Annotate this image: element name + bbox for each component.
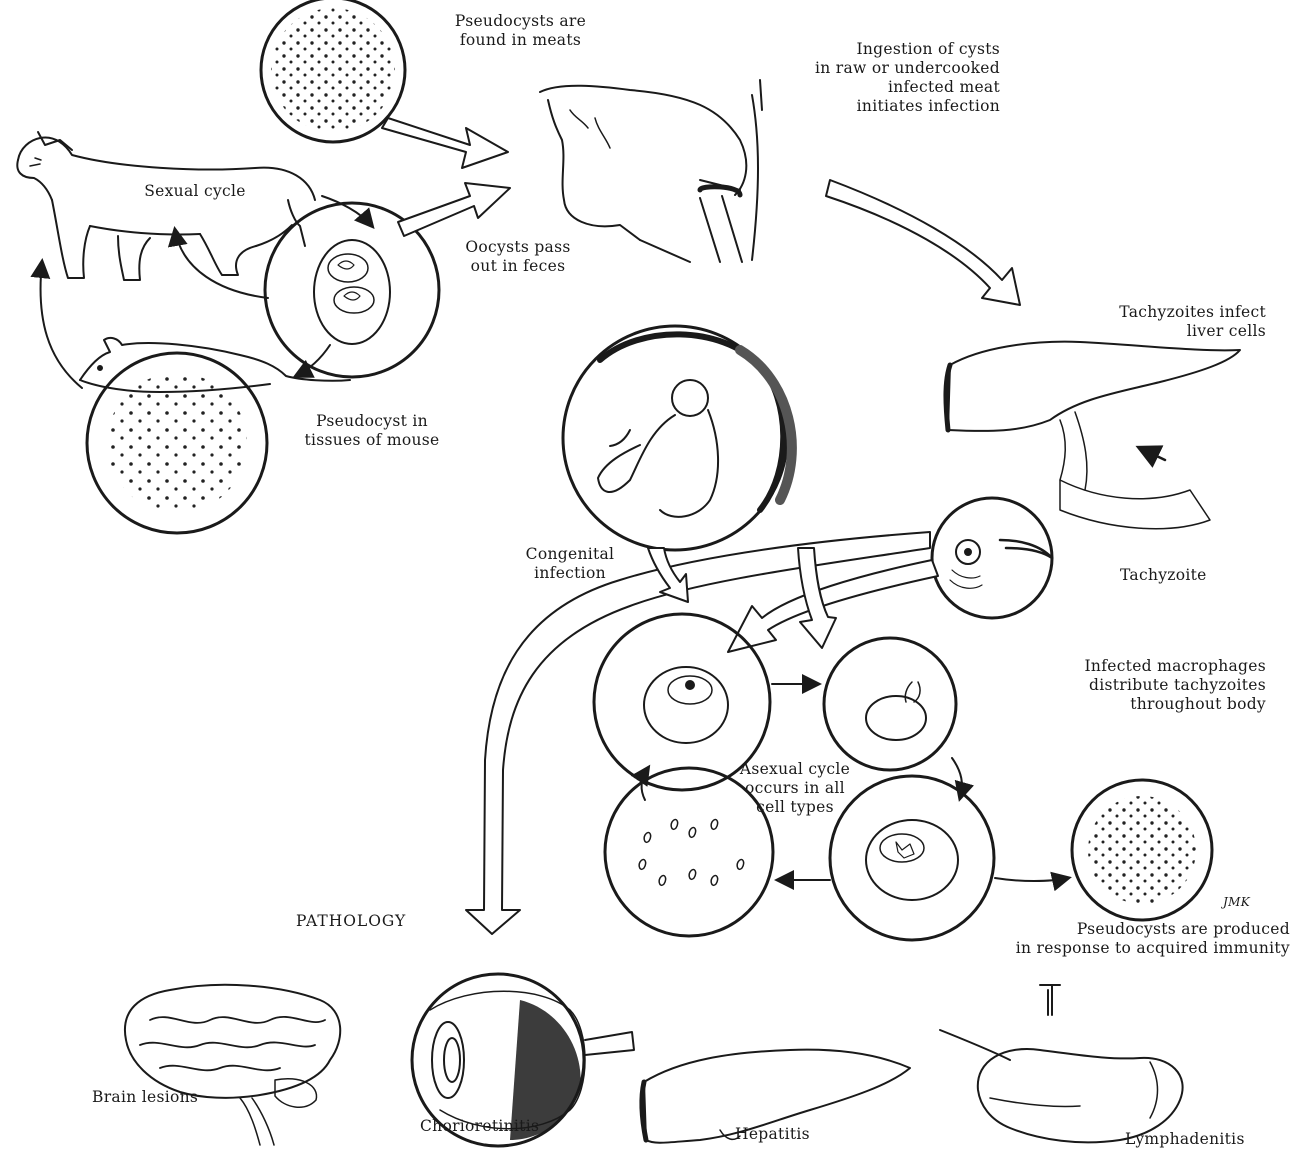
lymph-node-illustration bbox=[940, 985, 1183, 1142]
arrow-oocyst-to-cat bbox=[175, 230, 268, 298]
label-tachyzoites-liver: Tachyzoites infect liver cells bbox=[1050, 303, 1266, 341]
human-head-profile bbox=[540, 80, 762, 262]
fetus-in-uterus-circle bbox=[563, 326, 792, 550]
label-chorioretinitis: Chorioretinitis bbox=[420, 1117, 590, 1136]
label-pathology: PATHOLOGY bbox=[296, 912, 476, 931]
liver-illustration bbox=[946, 342, 1240, 529]
label-brain-lesions: Brain lesions bbox=[92, 1088, 252, 1107]
meat-pseudocyst-circle bbox=[261, 0, 405, 142]
arrow-mouse-to-cat bbox=[41, 262, 82, 388]
artist-signature: JMK bbox=[1223, 893, 1263, 912]
label-oocysts: Oocysts pass out in feces bbox=[448, 238, 588, 276]
label-ingestion: Ingestion of cysts in raw or undercooked… bbox=[770, 40, 1000, 116]
mouse-pseudocyst-circle bbox=[87, 353, 267, 533]
label-pseudocysts-meats: Pseudocysts are found in meats bbox=[418, 12, 623, 50]
label-hepatitis: Hepatitis bbox=[735, 1125, 855, 1144]
label-congenital: Congenital infection bbox=[500, 545, 640, 583]
label-lymphadenitis: Lymphadenitis bbox=[1125, 1130, 1285, 1149]
label-pseudocyst-mouse: Pseudocyst in tissues of mouse bbox=[272, 412, 472, 450]
arrow-to-immunity-pseudocyst bbox=[995, 878, 1068, 881]
arrow-oocyst-to-host bbox=[398, 183, 510, 236]
label-sexual-cycle: Sexual cycle bbox=[120, 182, 270, 201]
arrow-intestine-to-liver bbox=[1140, 448, 1165, 460]
tachyzoite-circle bbox=[932, 498, 1052, 618]
arrow-host-to-liver bbox=[826, 180, 1020, 305]
arrow-meat-to-host bbox=[382, 118, 508, 168]
asexual-cell-top-right bbox=[824, 638, 956, 770]
brain-illustration bbox=[125, 985, 340, 1145]
label-pseudocysts-immunity: Pseudocysts are produced in response to … bbox=[900, 920, 1290, 958]
pseudocyst-immunity-circle bbox=[1072, 780, 1212, 920]
label-tachyzoite: Tachyzoite bbox=[1120, 566, 1260, 585]
label-macrophages: Infected macrophages distribute tachyzoi… bbox=[1010, 657, 1266, 714]
label-asexual-cycle: Asexual cycle occurs in all cell types bbox=[710, 760, 880, 817]
arrow-cycle-2 bbox=[952, 758, 962, 798]
arrow-cat-to-oocyst bbox=[322, 196, 372, 226]
